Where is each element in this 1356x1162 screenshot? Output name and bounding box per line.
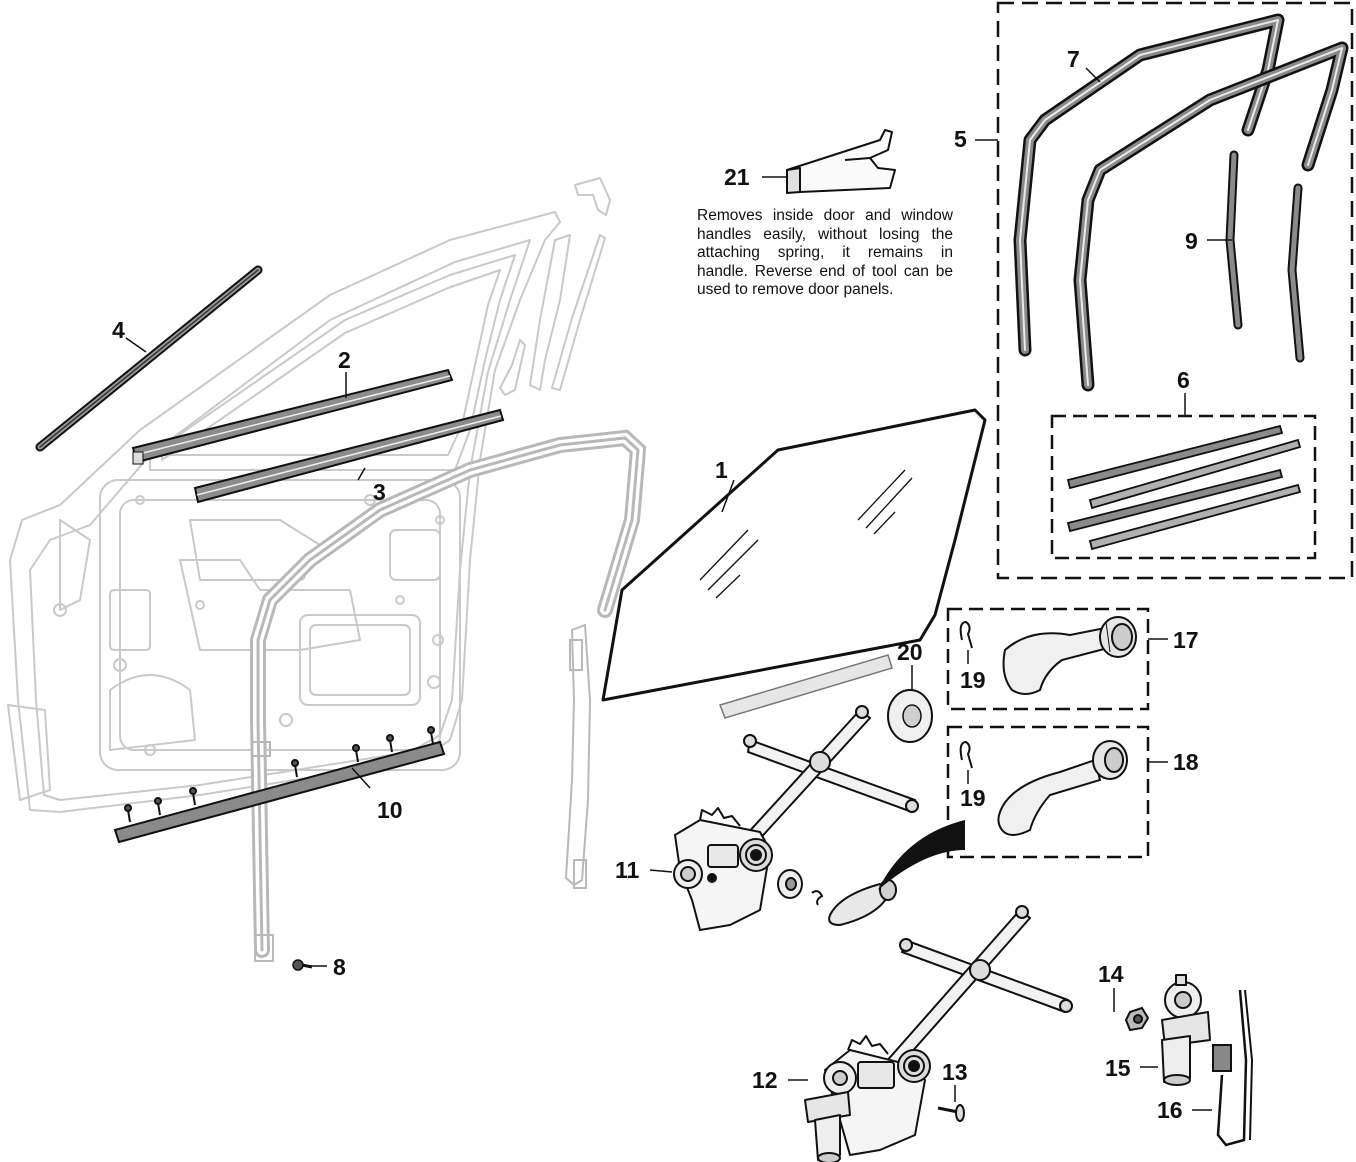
group-6-box bbox=[1050, 414, 1317, 560]
callout-3: 3 bbox=[373, 479, 386, 505]
callout-21: 21 bbox=[724, 164, 750, 190]
part-7-run-channels bbox=[1013, 13, 1349, 392]
part-4-outer-molding bbox=[35, 265, 263, 452]
callout-16: 16 bbox=[1157, 1097, 1183, 1123]
callout-9: 9 bbox=[1185, 228, 1198, 254]
door-weatherstrip-loop bbox=[250, 429, 647, 962]
callout-1: 1 bbox=[715, 457, 728, 483]
callout-5: 5 bbox=[954, 126, 967, 152]
part-9-vertical-strips bbox=[1225, 150, 1305, 363]
part-1-door-glass bbox=[601, 408, 987, 702]
part-19-clip-b bbox=[959, 740, 973, 769]
callout-7: 7 bbox=[1067, 46, 1080, 72]
group-18-box bbox=[946, 725, 1150, 859]
callout-8: 8 bbox=[333, 954, 346, 980]
callout-20: 20 bbox=[897, 639, 923, 665]
callout-19b: 19 bbox=[960, 785, 986, 811]
part-12-power-regulator bbox=[804, 905, 1073, 1162]
part-8-screw bbox=[292, 959, 313, 971]
callout-18: 18 bbox=[1173, 749, 1199, 775]
group-5-box bbox=[996, 1, 1354, 580]
part-3-inner-sweep bbox=[193, 408, 505, 504]
callout-6: 6 bbox=[1177, 367, 1190, 393]
glass-lower-channel bbox=[719, 654, 893, 719]
callout-numbers: 1 2 3 4 5 6 7 8 9 10 11 12 13 14 15 16 1… bbox=[112, 46, 1199, 1123]
callout-17: 17 bbox=[1173, 627, 1199, 653]
part-13-bolt bbox=[937, 1104, 965, 1122]
part-21-handle-tool bbox=[786, 129, 896, 194]
leader-lines bbox=[125, 67, 1232, 1111]
part-20-washer bbox=[887, 689, 933, 743]
callout-12: 12 bbox=[752, 1067, 778, 1093]
callout-15: 15 bbox=[1105, 1055, 1131, 1081]
part-11-manual-regulator bbox=[673, 705, 919, 931]
callout-10: 10 bbox=[377, 797, 403, 823]
part-10-lower-channel bbox=[113, 726, 446, 844]
part-2-outer-sweep bbox=[131, 368, 454, 465]
part-15-motor bbox=[1161, 974, 1211, 1086]
part-6-sweep-set bbox=[1066, 424, 1302, 551]
callout-11: 11 bbox=[615, 857, 640, 883]
part-18-crank-handle bbox=[997, 740, 1128, 836]
door-shell bbox=[7, 177, 611, 813]
zoom-wedge bbox=[878, 820, 965, 890]
tool-description: Removes inside door and window handles e… bbox=[697, 207, 953, 298]
callout-14: 14 bbox=[1098, 961, 1124, 987]
callout-19a: 19 bbox=[960, 667, 986, 693]
window-crank-handle bbox=[777, 869, 897, 927]
part-16-wiring-harness bbox=[1212, 989, 1254, 1147]
callout-4: 4 bbox=[112, 317, 125, 343]
part-19-clip-a bbox=[959, 620, 973, 649]
group-17-box bbox=[946, 607, 1150, 711]
part-17-crank-handle bbox=[1002, 616, 1137, 695]
part-14-nut bbox=[1124, 1006, 1150, 1032]
callout-13: 13 bbox=[942, 1059, 968, 1085]
callout-2: 2 bbox=[338, 347, 351, 373]
